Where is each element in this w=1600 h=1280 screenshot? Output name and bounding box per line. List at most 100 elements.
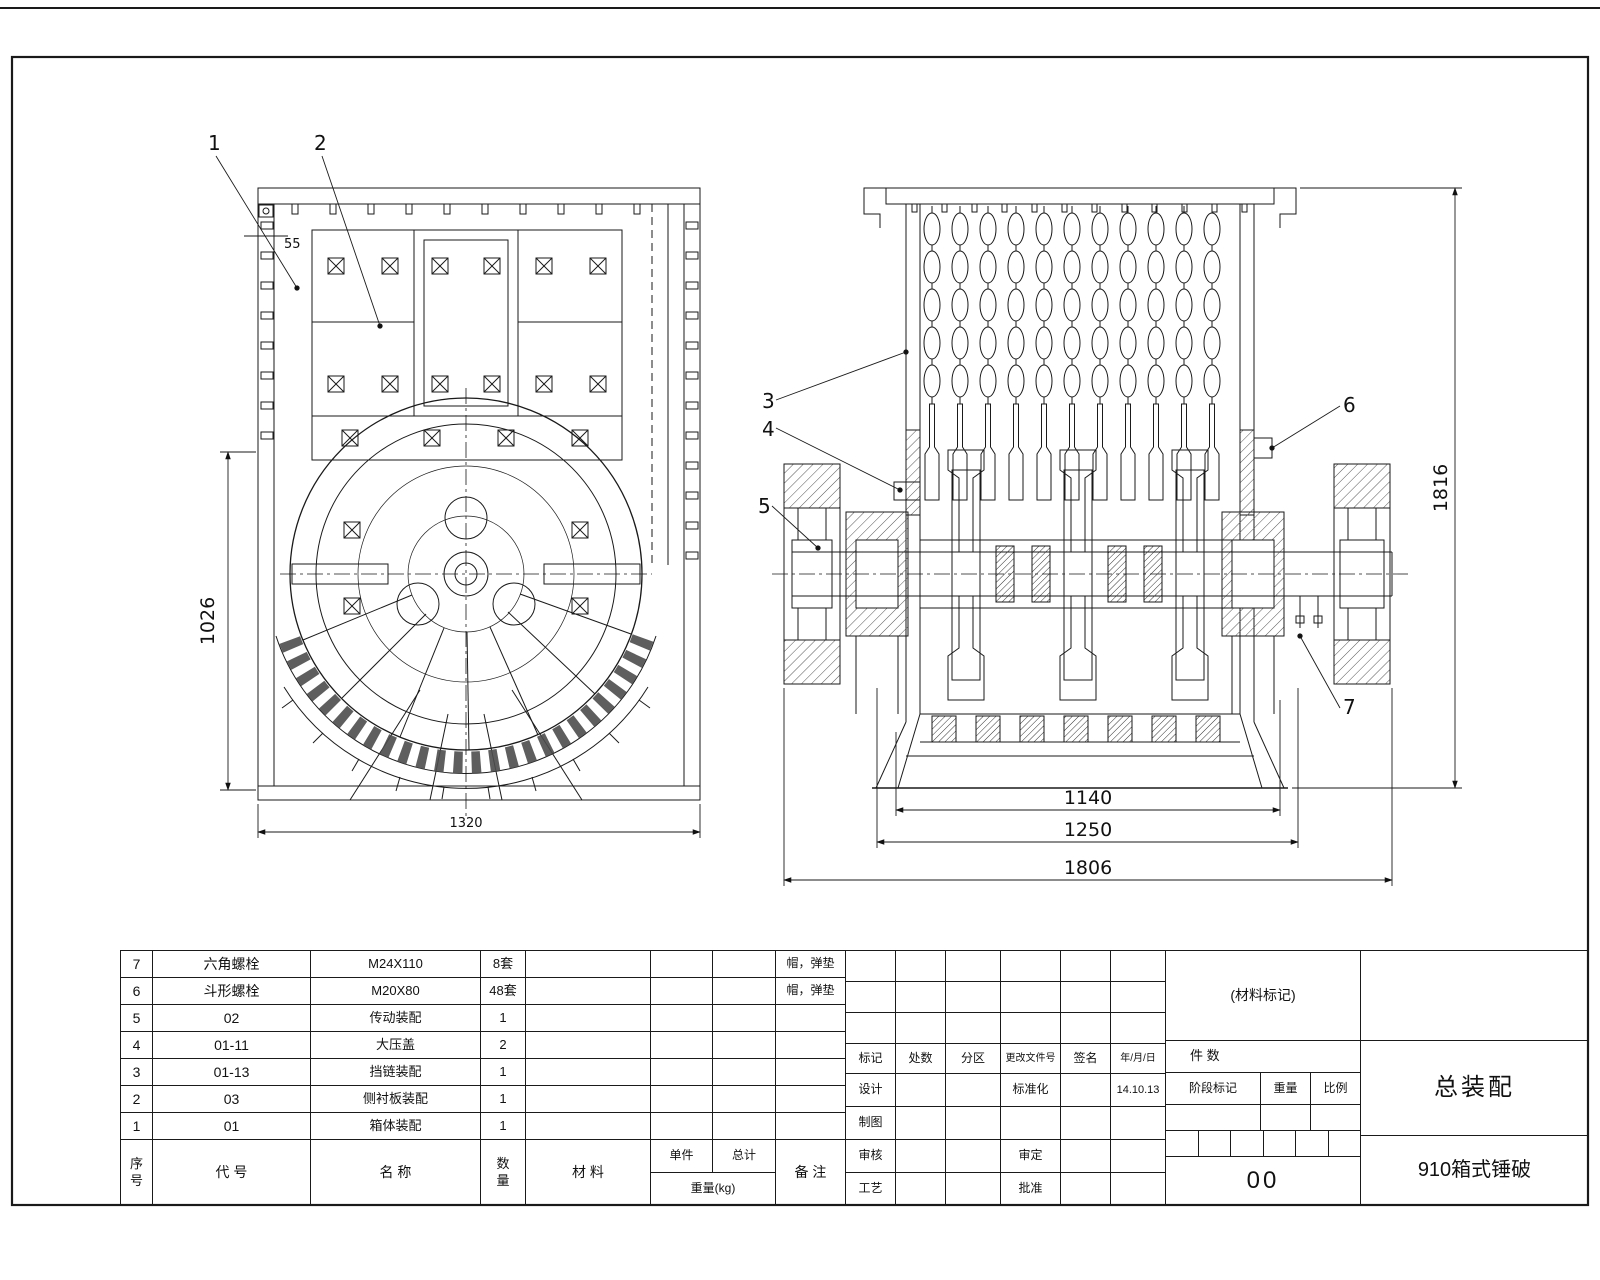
section-view xyxy=(772,187,1408,789)
sign-approve-label: 批准 xyxy=(1001,1173,1061,1206)
rev-empty-cell xyxy=(846,1013,896,1044)
header-material: 材 料 xyxy=(526,1140,651,1206)
part-name: 大压盖 xyxy=(311,1032,481,1059)
header-name: 名 称 xyxy=(311,1140,481,1206)
part-row: 7 六角螺栓 M24X110 8套 帽，弹垫 xyxy=(121,951,846,978)
part-code: 03 xyxy=(153,1086,311,1113)
part-qty: 1 xyxy=(481,1086,526,1113)
stage-box xyxy=(1166,1131,1199,1157)
dim-side-outer: 1806 xyxy=(1064,857,1112,879)
part-qty: 2 xyxy=(481,1032,526,1059)
rev-empty-cell xyxy=(1061,951,1111,982)
part-name: M20X80 xyxy=(311,978,481,1005)
part-name: 侧衬板装配 xyxy=(311,1086,481,1113)
sign-empty-cell xyxy=(1001,1107,1061,1140)
part-name: 传动装配 xyxy=(311,1005,481,1032)
material-mark-cell: (材料标记) xyxy=(1166,951,1361,1041)
part-code: 01-13 xyxy=(153,1059,311,1086)
scale-value-cell xyxy=(1311,1105,1361,1131)
stage-box xyxy=(1231,1131,1264,1157)
assembly-title: 总装配 xyxy=(1361,1041,1589,1136)
rev-header-mark: 标记 xyxy=(846,1044,896,1074)
callouts: 1 2 3 4 5 6 7 xyxy=(208,131,1356,719)
header-qty: 数量 xyxy=(481,1140,526,1206)
part-row: 3 01-13 挡链装配 1 xyxy=(121,1059,846,1086)
chain-curtain xyxy=(923,205,1221,501)
part-seq: 4 xyxy=(121,1032,153,1059)
dim-front-height: 1026 xyxy=(197,597,219,645)
company-cell xyxy=(1361,951,1589,1041)
callout-5: 5 xyxy=(758,494,771,518)
part-code: 六角螺栓 xyxy=(153,951,311,978)
part-unit-weight xyxy=(651,1032,713,1059)
sign-design-label: 设计 xyxy=(846,1074,896,1107)
part-total-weight xyxy=(713,1113,776,1140)
part-qty: 1 xyxy=(481,1059,526,1086)
part-qty: 48套 xyxy=(481,978,526,1005)
part-unit-weight xyxy=(651,951,713,978)
rev-header-date: 年/月/日 xyxy=(1111,1044,1166,1074)
header-seq-label: 序号 xyxy=(129,1156,143,1188)
sign-empty-cell xyxy=(946,1074,1001,1107)
part-material xyxy=(526,1113,651,1140)
part-name: 挡链装配 xyxy=(311,1059,481,1086)
sign-empty-cell xyxy=(1111,1140,1166,1173)
callout-6: 6 xyxy=(1343,393,1356,417)
sign-standard-label: 标准化 xyxy=(1001,1074,1061,1107)
sign-empty-cell xyxy=(896,1173,946,1206)
rev-empty-cell xyxy=(896,951,946,982)
parts-list-header: 序号 代 号 名 称 数量 材 料 单件 总计 重量(kg) 备 注 xyxy=(121,1140,846,1206)
part-remark: 帽，弹垫 xyxy=(776,951,846,978)
part-seq: 5 xyxy=(121,1005,153,1032)
part-material xyxy=(526,978,651,1005)
part-total-weight xyxy=(713,1086,776,1113)
sign-date: 14.10.13 xyxy=(1111,1074,1166,1107)
rev-header-count: 处数 xyxy=(896,1044,946,1074)
part-code: 02 xyxy=(153,1005,311,1032)
rev-header-doc: 更改文件号 xyxy=(1001,1044,1061,1074)
stage-box xyxy=(1296,1131,1329,1157)
part-remark xyxy=(776,1005,846,1032)
part-material xyxy=(526,951,651,978)
dim-front-top: 55 xyxy=(284,237,301,252)
rev-empty-cell xyxy=(946,982,1001,1013)
rev-empty-cell xyxy=(1061,982,1111,1013)
rotor-shaft-assembly xyxy=(783,437,1393,714)
part-name: M24X110 xyxy=(311,951,481,978)
pieces-label: 件 数 xyxy=(1166,1041,1361,1073)
stage-box xyxy=(1264,1131,1296,1157)
sign-empty-cell xyxy=(946,1107,1001,1140)
part-row: 6 斗形螺栓 M20X80 48套 帽，弹垫 xyxy=(121,978,846,1005)
part-unit-weight xyxy=(651,978,713,1005)
part-row: 5 02 传动装配 1 xyxy=(121,1005,846,1032)
rev-empty-cell xyxy=(846,951,896,982)
sign-empty-cell xyxy=(946,1173,1001,1206)
header-code: 代 号 xyxy=(153,1140,311,1206)
header-qty-label: 数量 xyxy=(496,1156,510,1188)
part-material xyxy=(526,1032,651,1059)
part-total-weight xyxy=(713,1005,776,1032)
part-code: 斗形螺栓 xyxy=(153,978,311,1005)
scale-label: 比例 xyxy=(1311,1073,1361,1105)
rev-empty-cell xyxy=(846,982,896,1013)
part-material xyxy=(526,1086,651,1113)
part-unit-weight xyxy=(651,1086,713,1113)
sign-empty-cell xyxy=(1061,1140,1111,1173)
rev-empty-cell xyxy=(1111,951,1166,982)
part-seq: 2 xyxy=(121,1086,153,1113)
part-remark xyxy=(776,1113,846,1140)
sign-empty-cell xyxy=(1061,1074,1111,1107)
header-remark: 备 注 xyxy=(776,1140,846,1206)
title-block: 标记 处数 分区 更改文件号 签名 年/月/日 设计 标准化 14.10.13 … xyxy=(845,950,1589,1206)
rev-empty-cell xyxy=(1001,951,1061,982)
weight-value-cell xyxy=(1261,1105,1311,1131)
sheet-mark: 00 xyxy=(1166,1157,1361,1206)
part-unit-weight xyxy=(651,1005,713,1032)
sign-check-label: 审核 xyxy=(846,1140,896,1173)
part-code: 01 xyxy=(153,1113,311,1140)
part-seq: 3 xyxy=(121,1059,153,1086)
rev-empty-cell xyxy=(896,1013,946,1044)
front-view xyxy=(257,187,701,820)
